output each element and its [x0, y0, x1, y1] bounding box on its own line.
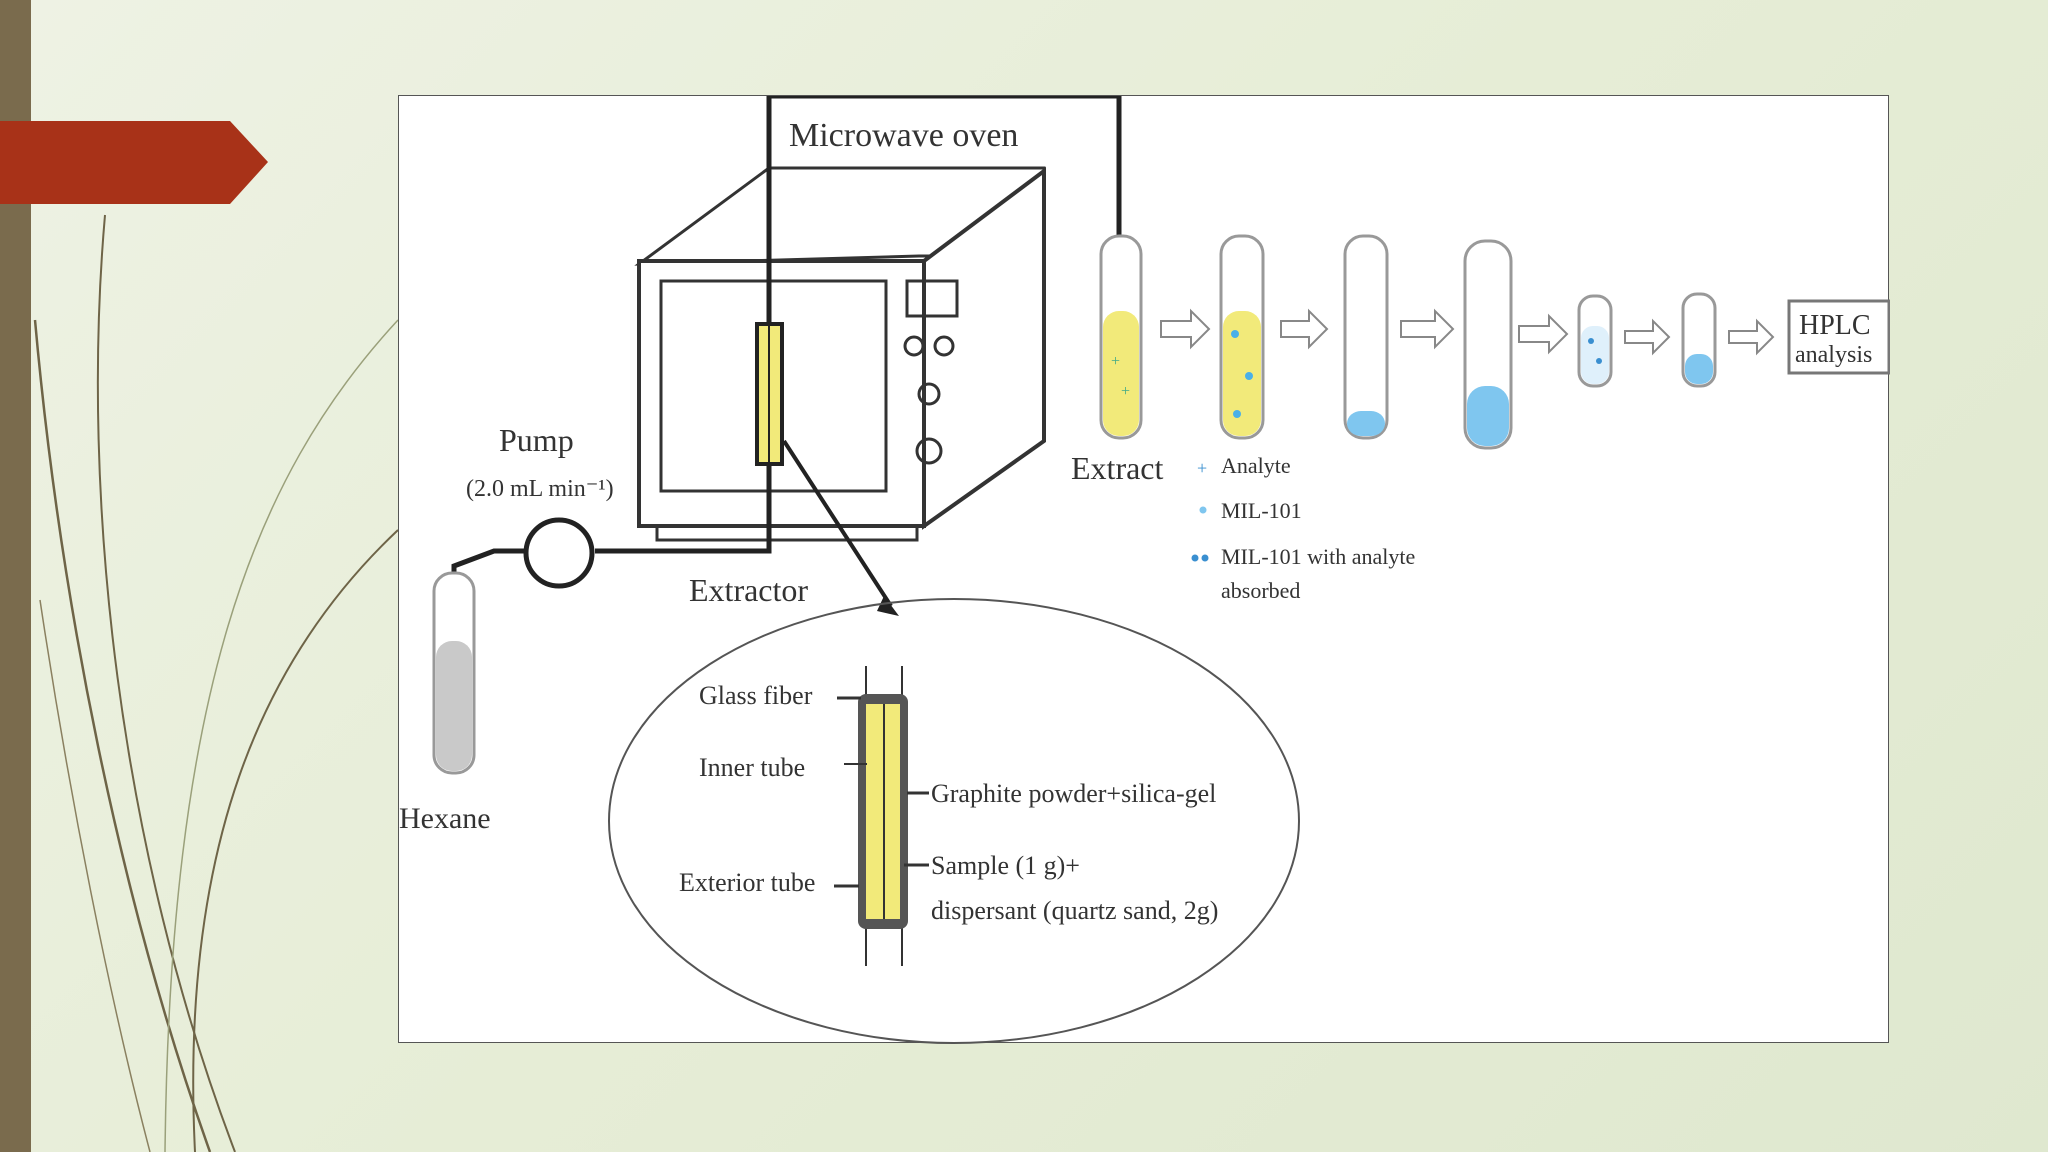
arrow-1 — [1160, 308, 1211, 350]
microwave-oven-label: Microwave oven — [789, 117, 1018, 154]
arrow-4 — [1518, 313, 1569, 355]
legend-analyte: Analyte — [1221, 453, 1291, 478]
sample-label: Sample (1 g)+ — [931, 851, 1080, 880]
graphite-label: Graphite powder+silica-gel — [931, 779, 1216, 808]
hplc-analysis-label: analysis — [1795, 342, 1872, 368]
pump-rate-label: (2.0 mL min⁻¹) — [466, 476, 614, 502]
hplc-label: HPLC — [1799, 310, 1871, 341]
legend: + — [1191, 458, 1209, 562]
arrow-6 — [1728, 318, 1775, 356]
inner-tube-label: Inner tube — [699, 753, 805, 782]
legend-mil101-absorbed: MIL-101 with analyte — [1221, 544, 1415, 569]
extract-tube: + + — [1099, 234, 1143, 440]
hexane-label: Hexane — [399, 802, 491, 835]
svg-text:+: + — [1197, 458, 1207, 478]
small-tube-2 — [1681, 292, 1717, 388]
arrow-5 — [1624, 318, 1671, 356]
hplc-box — [1787, 299, 1890, 375]
microwave-oven — [634, 166, 1046, 542]
svg-text:+: + — [1121, 383, 1130, 400]
pump-label: Pump — [499, 422, 574, 458]
exterior-tube-label: Exterior tube — [679, 868, 815, 897]
settled-tube — [1343, 234, 1389, 440]
glass-fiber-label: Glass fiber — [699, 681, 813, 710]
arrow-3 — [1400, 308, 1455, 350]
decorative-curves — [33, 214, 399, 1152]
extractor-label: Extractor — [689, 572, 808, 608]
legend-absorbed: absorbed — [1221, 578, 1300, 603]
extractor-tube — [755, 322, 899, 616]
extract-label: Extract — [1071, 450, 1164, 486]
extractor-detail — [608, 598, 1300, 1044]
pump-icon — [523, 517, 595, 589]
mil-tube — [1219, 234, 1265, 440]
title-arrow-tab — [0, 121, 268, 204]
extraction-diagram: Microwave oven Pump (2.0 mL min⁻¹) Extra… — [398, 95, 1890, 1044]
eluted-tube — [1463, 239, 1513, 450]
small-tube-1 — [1577, 294, 1613, 388]
svg-text:+: + — [1111, 353, 1120, 370]
legend-mil101: MIL-101 — [1221, 498, 1302, 523]
hexane-tube — [432, 571, 476, 775]
arrow-2 — [1280, 308, 1329, 350]
dispersant-label: dispersant (quartz sand, 2g) — [931, 896, 1218, 925]
process-tubes: + + — [1099, 234, 1890, 450]
